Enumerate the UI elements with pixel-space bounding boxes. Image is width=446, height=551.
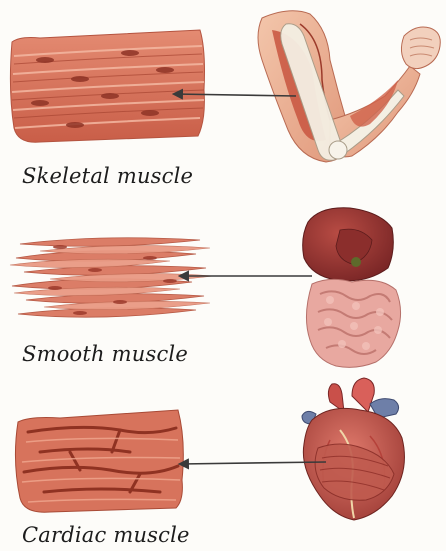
smooth-muscle-tissue-image — [10, 238, 214, 317]
heart-image — [302, 378, 404, 520]
digestive-organs-image — [303, 208, 401, 368]
cardiac-muscle-tissue-image — [15, 410, 183, 512]
arm-image — [258, 11, 440, 162]
skeletal-muscle-tissue-image — [10, 30, 204, 142]
smooth-muscle-label: Smooth muscle — [22, 342, 188, 366]
skeletal-muscle-label: Skeletal muscle — [22, 164, 193, 188]
cardiac-muscle-label: Cardiac muscle — [22, 523, 190, 547]
